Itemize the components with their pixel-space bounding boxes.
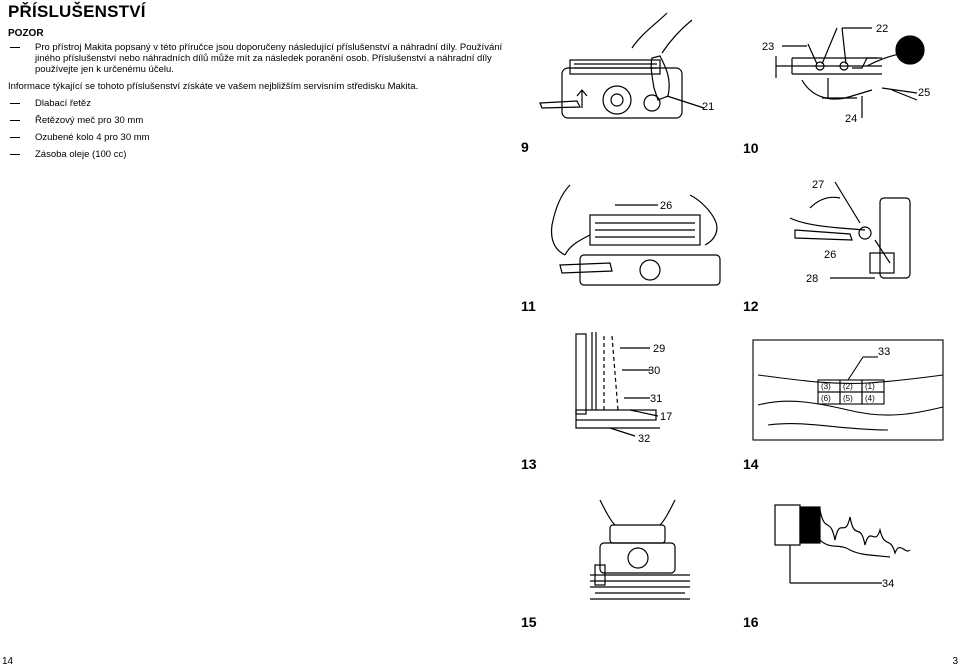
service-info: Informace týkající se tohoto příslušenst… xyxy=(8,81,419,92)
sequence-4: (4) xyxy=(865,394,875,403)
figure-12-number: 12 xyxy=(743,298,759,314)
figure-15-number: 15 xyxy=(521,614,537,630)
callout-26: 26 xyxy=(660,200,672,212)
sequence-2: (2) xyxy=(843,382,853,391)
callout-31: 31 xyxy=(650,393,662,405)
accessory-list: Dlabací řetěz Řetězový meč pro 30 mm Ozu… xyxy=(8,98,513,160)
figure-11-number: 11 xyxy=(521,298,536,314)
accessory-item: Dlabací řetěz xyxy=(8,98,513,109)
accessory-item: Ozubené kolo 4 pro 30 mm xyxy=(8,132,513,143)
callout-27: 27 xyxy=(812,179,824,191)
caution-item: Pro přístroj Makita popsaný v této příru… xyxy=(8,42,513,75)
callout-23: 23 xyxy=(762,41,774,53)
figure-9-illustration: 21 xyxy=(522,8,732,140)
figure-16-number: 16 xyxy=(743,614,759,630)
callout-26b: 26 xyxy=(824,249,836,261)
sequence-1: (1) xyxy=(865,382,875,391)
callout-34: 34 xyxy=(882,578,894,590)
figure-9-number: 9 xyxy=(521,139,529,155)
section-title: PŘÍSLUŠENSTVÍ xyxy=(8,2,146,21)
callout-22: 22 xyxy=(876,23,888,35)
accessories-section: PŘÍSLUŠENSTVÍ POZOR Pro přístroj Makita … xyxy=(8,0,513,166)
figure-14-number: 14 xyxy=(743,456,759,472)
figure-10-number: 10 xyxy=(743,140,759,156)
page-number-left: 14 xyxy=(2,656,14,667)
callout-17: 17 xyxy=(660,411,672,423)
callout-30: 30 xyxy=(648,365,660,377)
figure-13-number: 13 xyxy=(521,456,537,472)
figure-12-illustration: 27 26 28 xyxy=(780,178,920,293)
accessory-item: Řetězový meč pro 30 mm xyxy=(8,115,513,126)
figure-15-illustration xyxy=(590,495,690,605)
accessory-item: Zásoba oleje (100 cc) xyxy=(8,149,513,160)
callout-24: 24 xyxy=(845,113,857,125)
callout-29: 29 xyxy=(653,343,665,355)
page-number-right: 3 xyxy=(952,656,958,667)
caution-heading: POZOR xyxy=(8,28,44,39)
figure-13-illustration: 29 30 31 17 32 xyxy=(570,328,710,448)
sequence-5: (5) xyxy=(843,394,853,403)
sequence-6: (6) xyxy=(821,394,831,403)
callout-33: 33 xyxy=(878,346,890,358)
figure-14-illustration: 33 (3) (2) (1) (6) (5) (4) xyxy=(748,335,948,450)
caution-list: Pro přístroj Makita popsaný v této příru… xyxy=(8,42,513,75)
figure-10-illustration: 22 23 24 25 xyxy=(742,8,952,140)
callout-21: 21 xyxy=(702,101,714,113)
figure-11-illustration: 26 xyxy=(540,175,740,295)
callout-32: 32 xyxy=(638,433,650,445)
callout-28: 28 xyxy=(806,273,818,285)
figure-16-illustration: 34 xyxy=(770,495,930,600)
callout-25: 25 xyxy=(918,87,930,99)
sequence-3: (3) xyxy=(821,382,831,391)
